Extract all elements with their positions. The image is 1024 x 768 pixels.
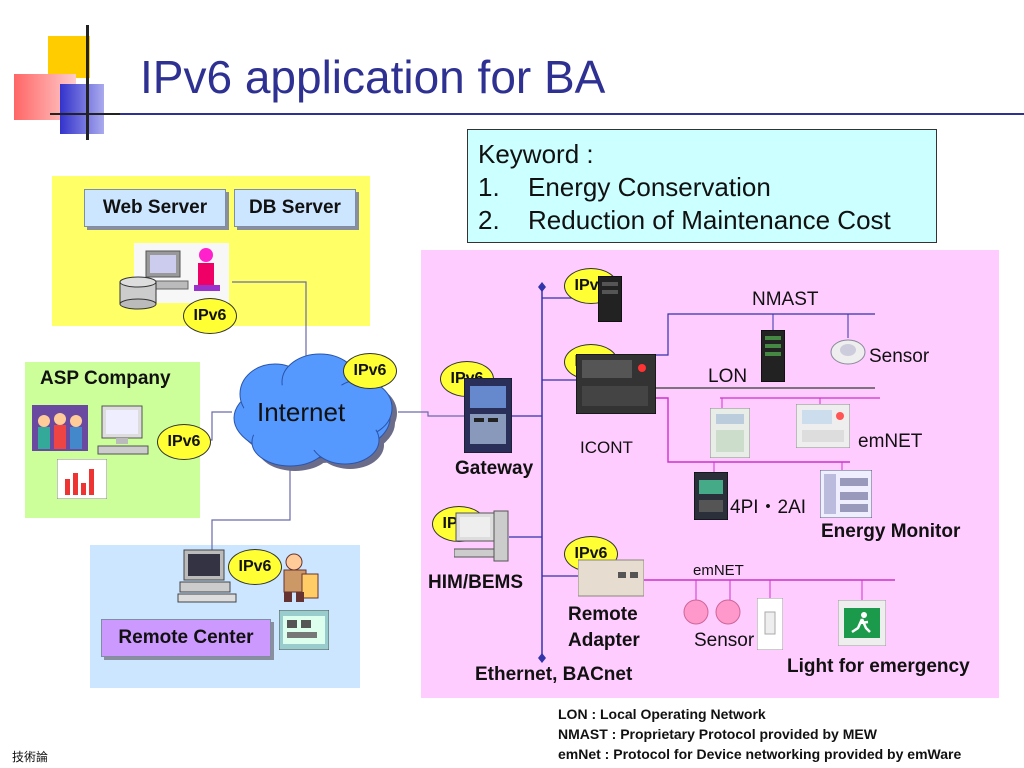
emergency-exit-icon — [837, 599, 887, 647]
page-title: IPv6 application for BA — [140, 51, 606, 103]
emnet-lower-label: emNET — [693, 562, 744, 579]
keyword-item: 1. Energy Conservation — [478, 172, 771, 202]
light-for-emergency-label: Light for emergency — [787, 656, 970, 677]
ipv6-badge: IPv6 — [343, 353, 397, 389]
him-bems-label: HIM/BEMS — [428, 572, 523, 593]
controller-module-icon — [597, 275, 623, 323]
pi-ai-module-icon — [693, 471, 729, 521]
remote-center-box: Remote Center — [101, 619, 271, 657]
screen-panel-icon — [278, 609, 330, 651]
remote-adapter-icon — [577, 556, 645, 600]
technician-icon — [276, 550, 320, 604]
display-panel-icon — [795, 403, 851, 449]
footnote: LON : Local Operating Network — [558, 706, 766, 722]
sensor-lower-label: Sensor — [694, 630, 755, 651]
4pi-2ai-label: 4PI・2AI — [730, 497, 807, 518]
footnote: emNet : Protocol for Device networking p… — [558, 746, 962, 762]
ipv6-badge: IPv6 — [157, 424, 211, 460]
sensor-label: Sensor — [869, 346, 930, 367]
sensor-pink-icon — [682, 598, 746, 628]
internet-label: Internet — [257, 397, 346, 427]
corner-note: 技術論 — [12, 750, 49, 764]
sensor-icon — [830, 338, 866, 366]
icont-label: ICONT — [580, 438, 633, 457]
computer-icon — [96, 404, 150, 456]
emnet-label: emNET — [858, 431, 923, 452]
desktop-pc-icon — [176, 548, 240, 604]
remote-adapter-label: Remote Adapter — [568, 604, 640, 651]
footnote: NMAST : Proprietary Protocol provided by… — [558, 726, 877, 742]
title-decoration — [0, 0, 140, 145]
ipv6-badge: IPv6 — [183, 298, 237, 334]
keyword-item: 2. Reduction of Maintenance Cost — [478, 205, 891, 235]
switch-icon — [756, 597, 784, 651]
ethernet-bacnet-label: Ethernet, BACnet — [475, 664, 633, 685]
nmast-module-icon — [760, 329, 786, 383]
bems-computer-icon — [453, 509, 510, 567]
keyword-box: Keyword : 1. Energy Conservation 2. Redu… — [467, 129, 937, 243]
title-underline — [120, 113, 1024, 115]
internet-cloud — [220, 350, 405, 475]
asp-company-label: ASP Company — [40, 368, 171, 389]
web-server-box: Web Server — [84, 189, 226, 227]
energy-monitor-icon — [819, 469, 873, 519]
ipv6-badge: IPv6 — [228, 549, 282, 585]
gateway-device-icon — [463, 377, 513, 454]
icont-device-icon — [575, 353, 657, 415]
gateway-label: Gateway — [455, 458, 534, 479]
nmast-label: NMAST — [752, 289, 819, 310]
people-icon — [32, 405, 88, 451]
database-icon — [118, 276, 158, 310]
energy-monitor-label: Energy Monitor — [821, 521, 961, 542]
io-module-icon — [709, 407, 751, 459]
db-server-box: DB Server — [234, 189, 356, 227]
chart-report-icon — [56, 458, 108, 500]
keyword-heading: Keyword : — [478, 139, 594, 169]
lon-label: LON — [708, 366, 748, 387]
